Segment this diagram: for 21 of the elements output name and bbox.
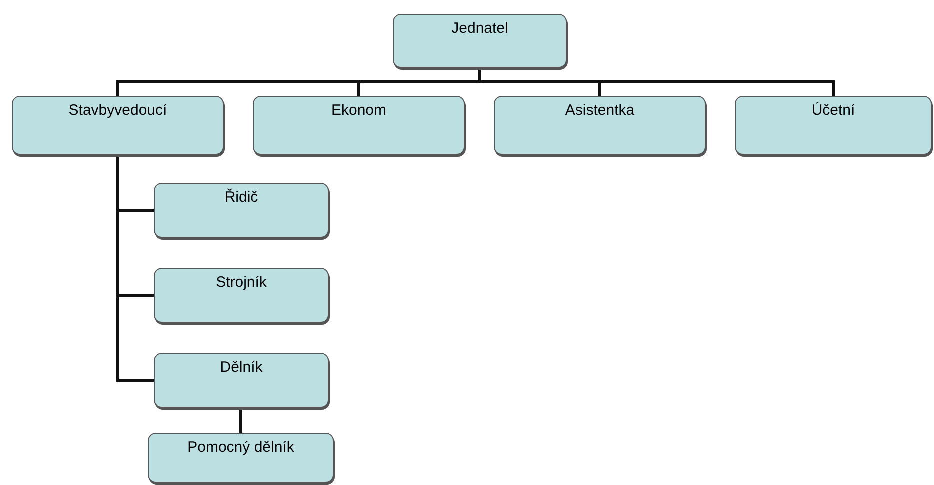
connector-line xyxy=(478,68,835,96)
box-label: Strojník xyxy=(216,273,267,293)
box-label: Jednatel xyxy=(452,19,508,39)
org-box xyxy=(154,183,329,238)
org-box xyxy=(253,96,465,155)
connector-line xyxy=(116,155,154,382)
org-box xyxy=(12,96,224,155)
connector-line xyxy=(240,408,242,433)
box-label: Ekonom xyxy=(331,101,387,121)
org-box xyxy=(393,14,567,68)
org-box xyxy=(494,96,706,155)
box-label: Asistentka xyxy=(565,101,635,121)
box-label: Řidič xyxy=(224,188,258,208)
org-box xyxy=(154,268,329,323)
org-box xyxy=(154,353,329,408)
box-label: Pomocný dělník xyxy=(188,438,294,458)
box-label: Dělník xyxy=(220,358,263,378)
org-box xyxy=(735,96,932,155)
box-label: Účetní xyxy=(812,101,856,121)
box-label: Stavbyvedoucí xyxy=(68,101,168,121)
org-box xyxy=(148,433,334,483)
